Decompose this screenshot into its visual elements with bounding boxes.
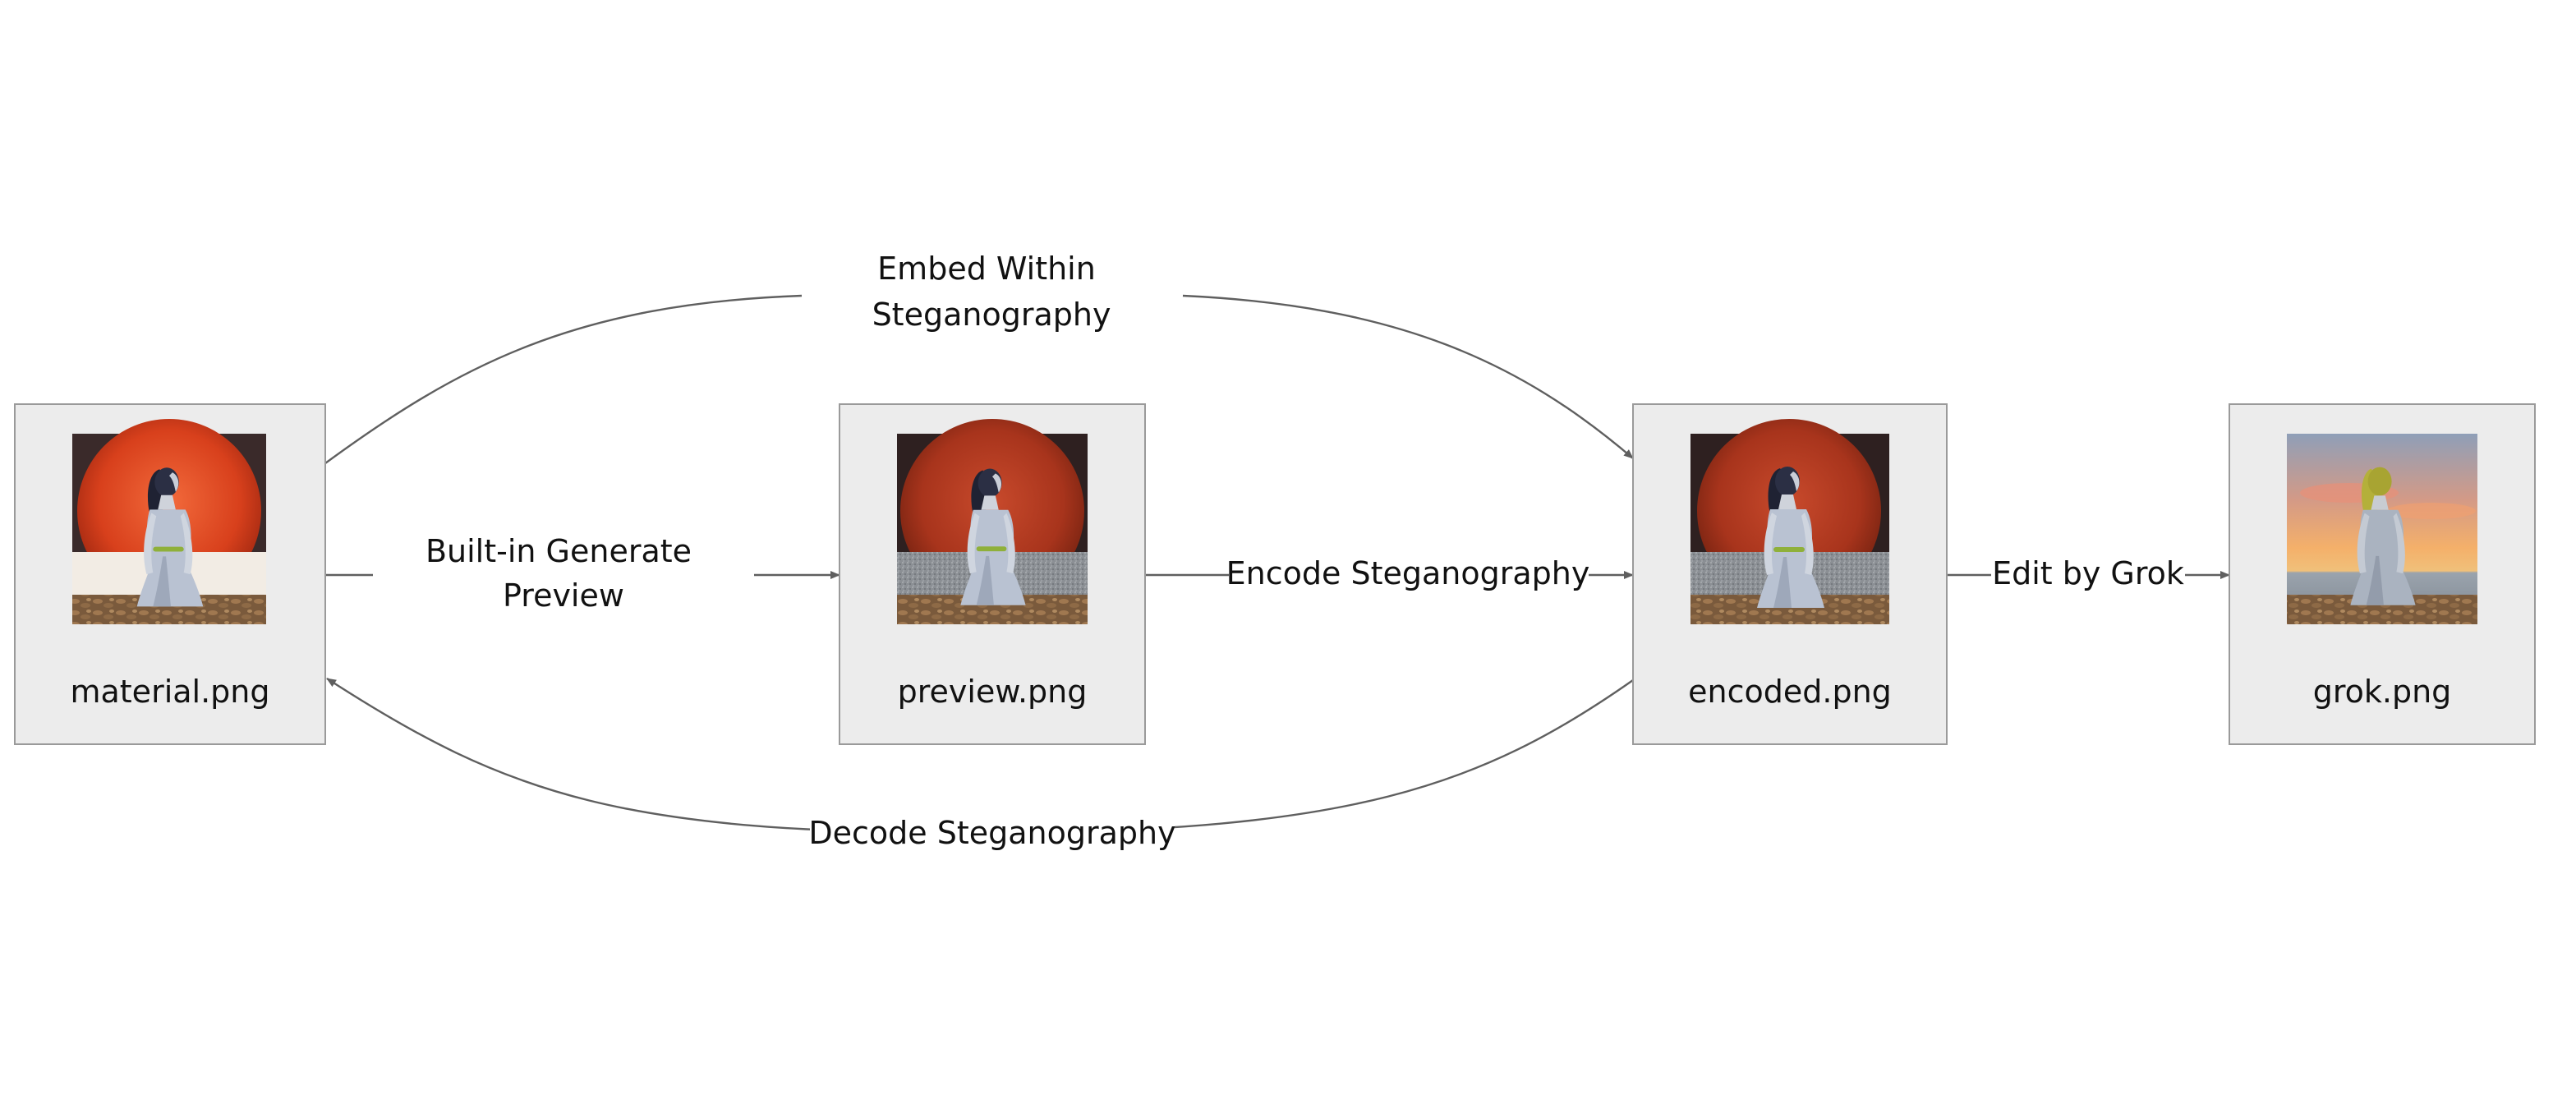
edge-builtin-label-line2: Preview: [503, 577, 624, 614]
node-preview: preview.png: [839, 403, 1146, 745]
edge-embed-label-line1: Embed Within: [877, 251, 1096, 287]
node-preview-label: preview.png: [898, 674, 1088, 710]
edge-edit-label-bg: [1991, 550, 2185, 596]
edge-decode-label-bg: [810, 810, 1175, 856]
node-encoded-label: encoded.png: [1688, 674, 1892, 710]
edge-encode-label: Encode Steganography: [1226, 555, 1590, 591]
edge-decode-label: Decode Steganography: [808, 815, 1175, 851]
node-grok: grok.png: [2229, 403, 2536, 745]
encoded-thumbnail: [1690, 419, 1889, 624]
edge-embed-label-line2: Steganography: [872, 297, 1111, 333]
node-material-label: material.png: [70, 674, 269, 710]
edge-edit-label: Edit by Grok: [1992, 555, 2184, 591]
node-grok-label: grok.png: [2313, 674, 2452, 710]
edge-embed-line: [324, 294, 803, 464]
edge-edit: Edit by Grok: [1947, 550, 2230, 596]
node-encoded: encoded.png: [1632, 403, 1948, 745]
edge-embed-line-end: [1182, 294, 1634, 459]
edge-embed: Embed Within Steganography: [324, 251, 1634, 464]
grok-thumbnail: [2287, 434, 2477, 624]
preview-thumbnail: [897, 419, 1088, 624]
edge-builtin-label-line1: Built-in Generate: [426, 533, 692, 569]
edge-decode: Decode Steganography: [326, 677, 1634, 856]
edge-encode-label-bg: [1229, 550, 1589, 596]
edge-builtin: Built-in Generate Preview: [325, 533, 840, 614]
material-thumbnail: [72, 419, 266, 624]
node-material: material.png: [14, 403, 326, 745]
edge-encode: Encode Steganography: [1145, 550, 1634, 596]
